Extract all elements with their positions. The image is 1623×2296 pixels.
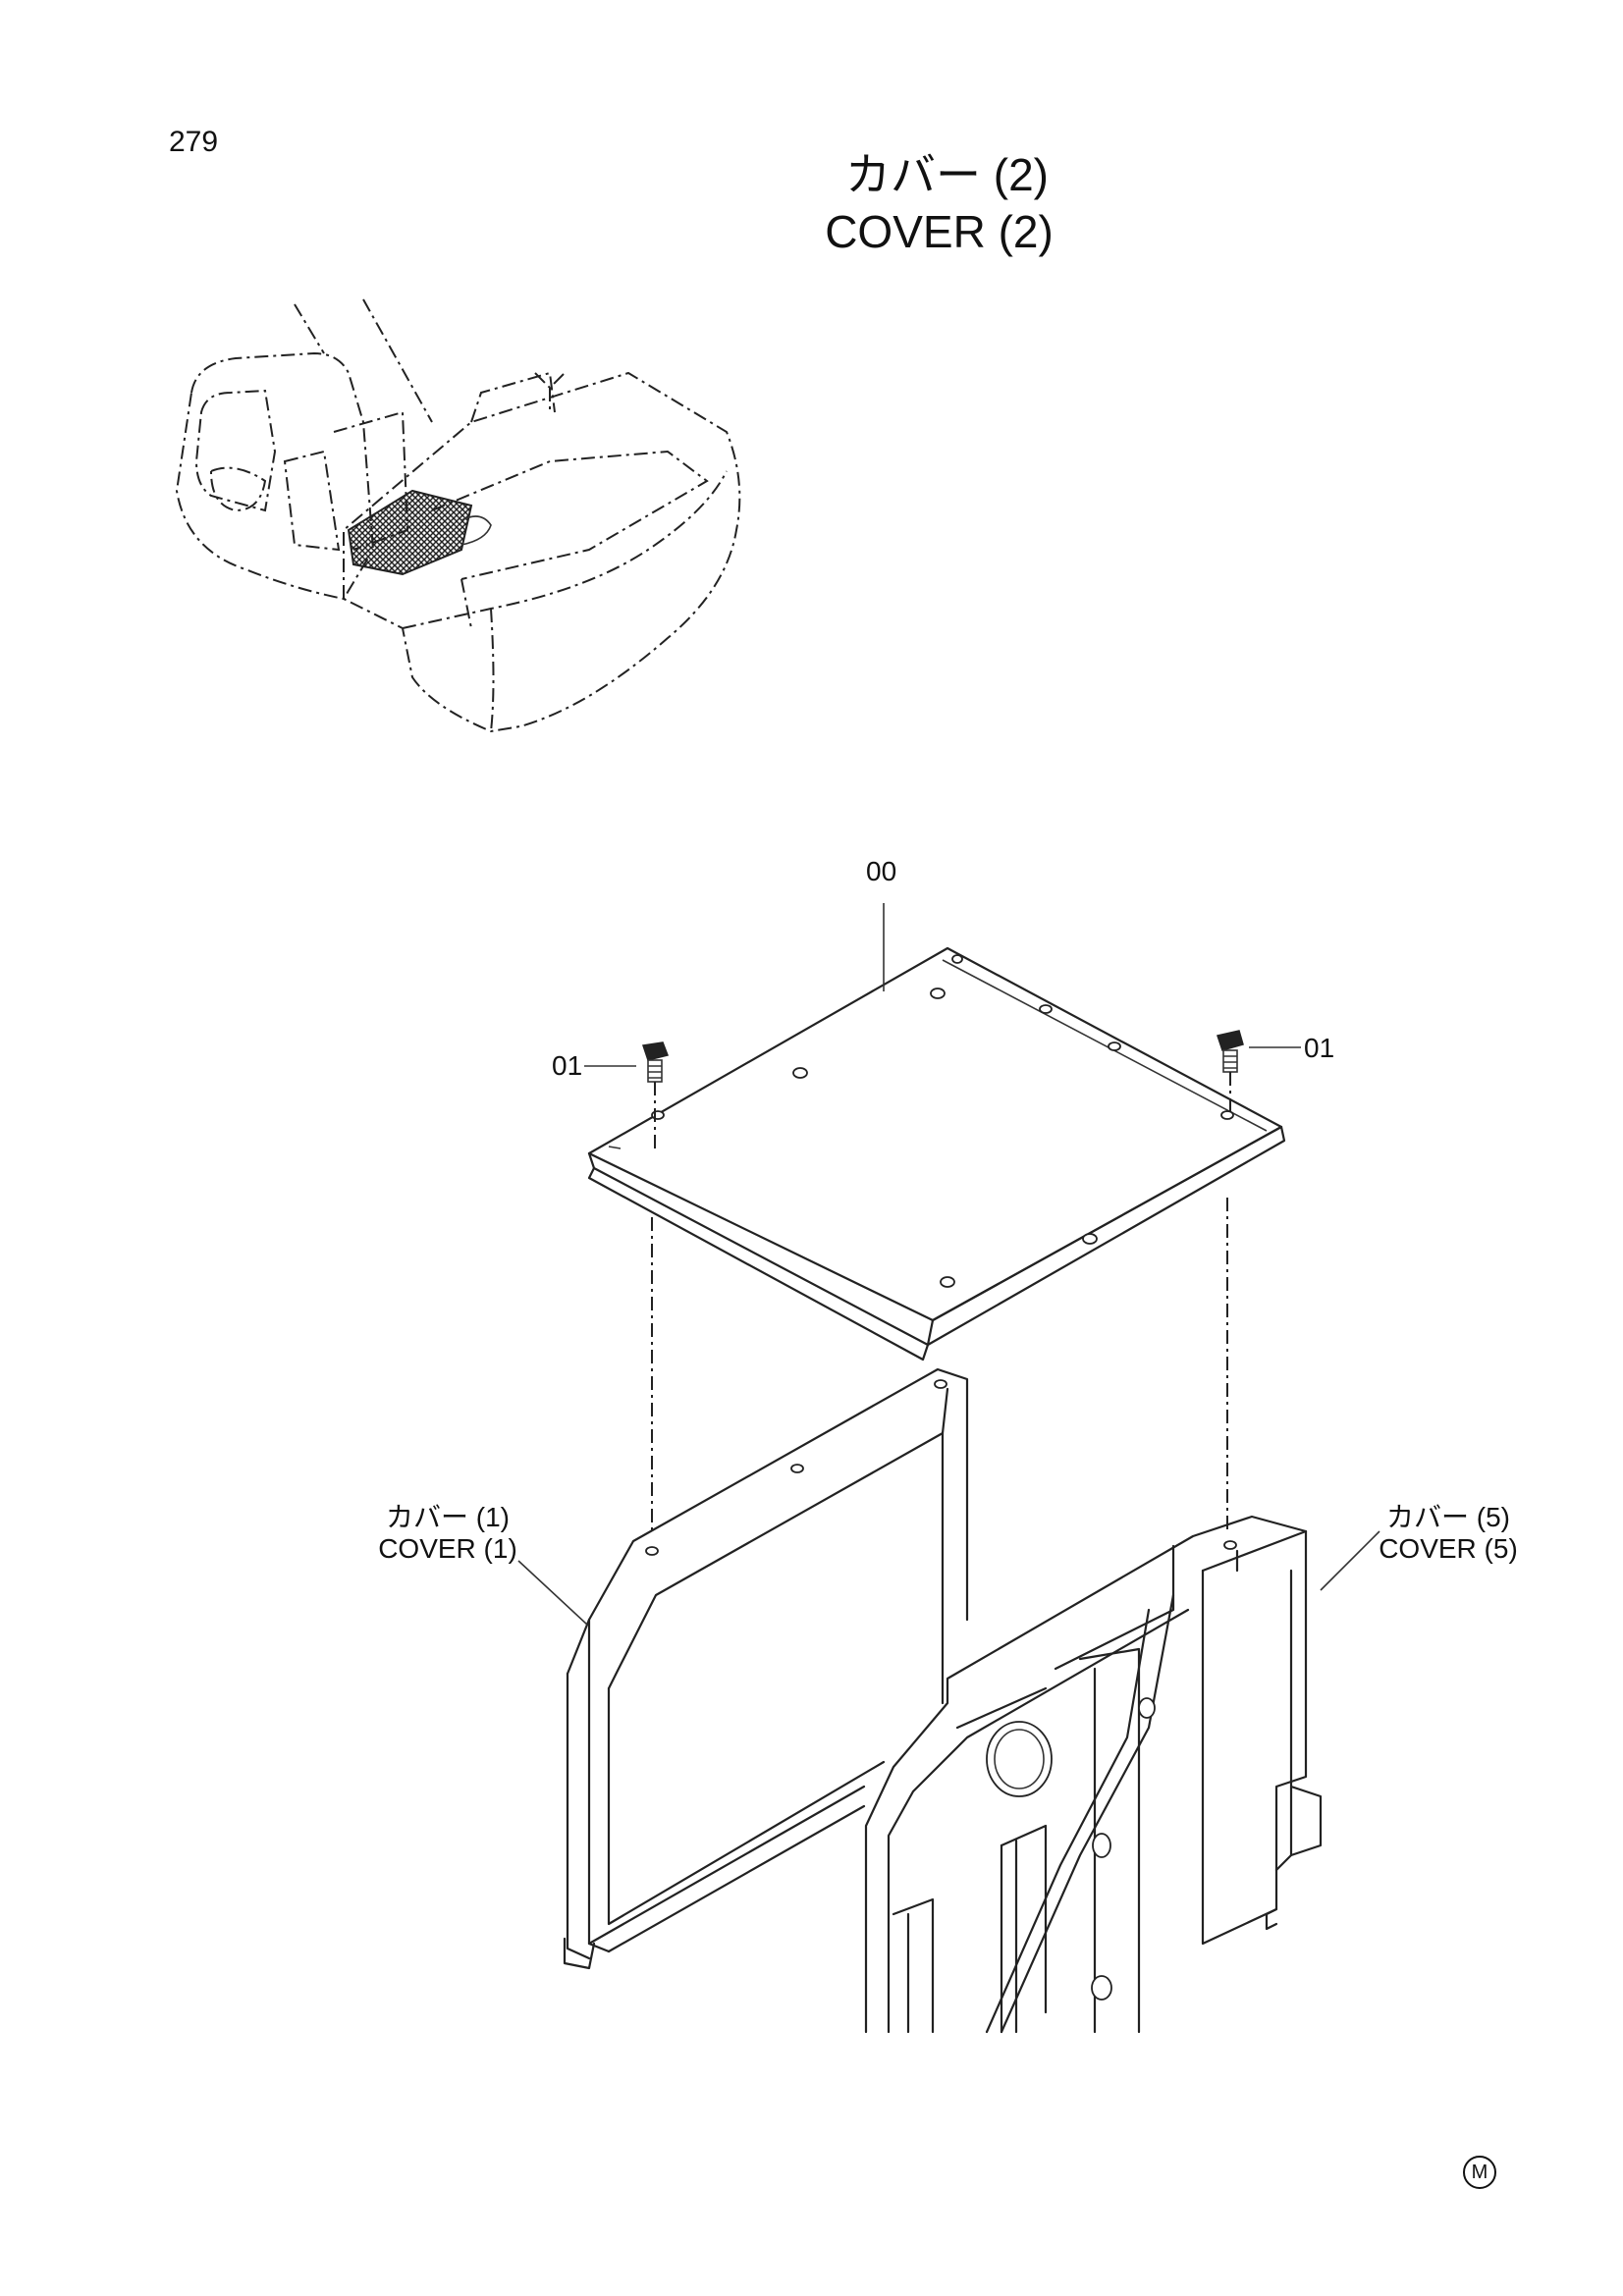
- page-number: 279: [169, 126, 219, 158]
- callout-cover-1: カバー (1) COVER (1): [369, 1502, 526, 1565]
- cover-plate-00: [587, 903, 1286, 1362]
- callout-01-left: 01: [552, 1050, 583, 1081]
- bolt-left: [584, 1041, 670, 1153]
- title-japanese: カバー (2): [845, 149, 1049, 200]
- cover-1-frame: [517, 1367, 969, 1970]
- cover-5-panel: [864, 1515, 1380, 2034]
- cover-1-label-en: COVER (1): [378, 1533, 517, 1564]
- cover-5-label-en: COVER (5): [1379, 1533, 1518, 1564]
- manufacturer-mark: M: [1463, 2156, 1496, 2189]
- excavator-locator-view: [175, 298, 741, 733]
- callout-00: 00: [866, 856, 897, 886]
- bolt-right: [1217, 1030, 1301, 1115]
- cover-5-label-jp: カバー (5): [1385, 1502, 1510, 1532]
- callout-cover-5: カバー (5) COVER (5): [1375, 1502, 1522, 1565]
- callout-01-right: 01: [1304, 1033, 1335, 1063]
- cover-1-label-jp: カバー (1): [385, 1502, 510, 1532]
- title-english: COVER (2): [825, 206, 1054, 257]
